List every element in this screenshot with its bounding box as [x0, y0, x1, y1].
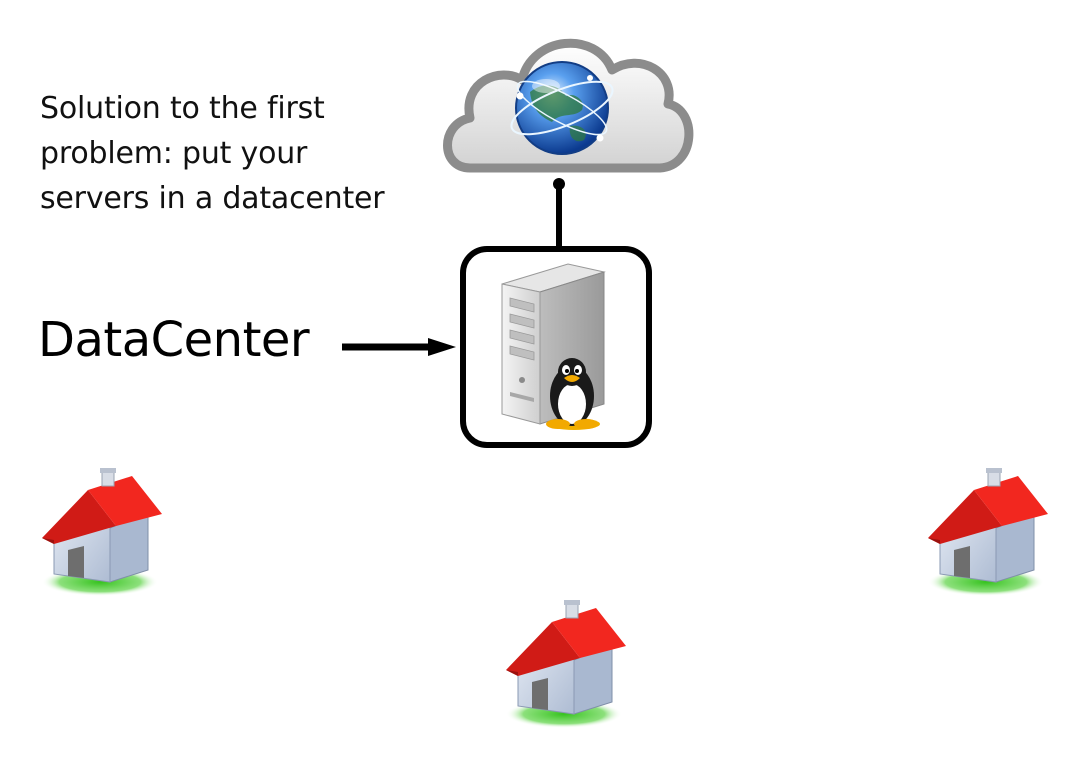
house-icon [505, 599, 627, 729]
house-icon [41, 467, 163, 597]
arrow-icon [342, 338, 456, 356]
cloud-globe-icon [443, 38, 694, 173]
caption-text: Solution to the first problem: put your … [40, 91, 385, 216]
datacenter-label: DataCenter [38, 312, 310, 368]
connection-line [553, 178, 565, 248]
linux-server-icon [460, 246, 652, 448]
house-icon [927, 467, 1049, 597]
